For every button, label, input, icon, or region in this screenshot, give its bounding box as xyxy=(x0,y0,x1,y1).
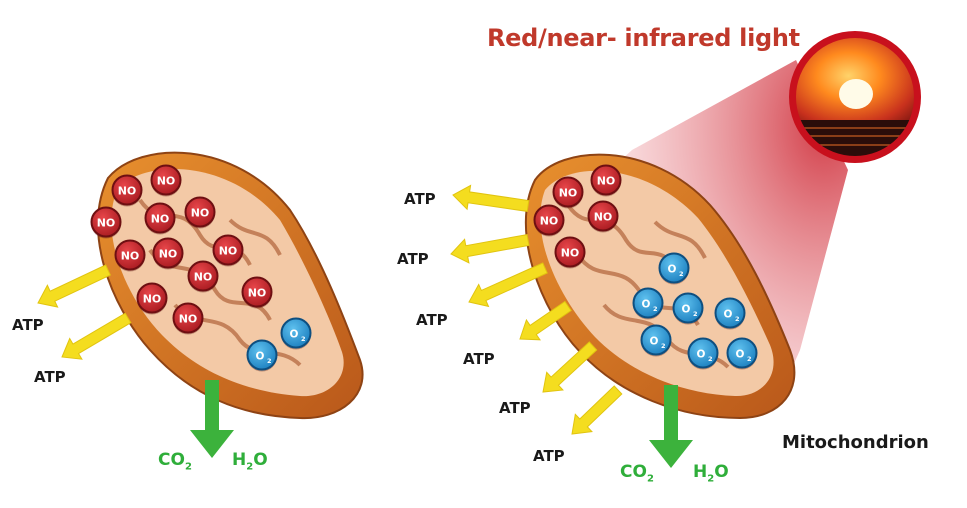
atp-label: ATP xyxy=(34,368,66,386)
no-label: NO xyxy=(118,185,137,198)
product-co2: CO2 xyxy=(620,462,654,485)
no-molecule: NO xyxy=(187,260,219,293)
diagram-title: Red/near- infrared light xyxy=(487,24,800,52)
no-molecule: NO xyxy=(241,276,273,309)
atp-arrow-icon xyxy=(452,184,530,212)
no-molecule: NO xyxy=(184,196,216,229)
no-molecule: NO xyxy=(587,200,619,233)
no-label: NO xyxy=(159,248,178,261)
no-label: NO xyxy=(594,211,613,224)
no-label: NO xyxy=(597,175,616,188)
o2-subscript: 2 xyxy=(267,357,272,365)
light-beam-icon xyxy=(610,60,848,395)
o2-subscript: 2 xyxy=(661,342,666,350)
no-molecule: NO xyxy=(144,202,176,235)
atp-arrow-icon xyxy=(61,312,132,360)
no-label: NO xyxy=(194,271,213,284)
atp-label: ATP xyxy=(463,350,495,368)
atp-label: ATP xyxy=(404,190,436,208)
no-molecule: NO xyxy=(552,176,584,209)
o2-label: O xyxy=(650,336,659,348)
o2-label: O xyxy=(697,349,706,361)
product-h2o: H2O xyxy=(693,462,729,485)
o2-label: O xyxy=(642,299,651,311)
no-molecule: NO xyxy=(533,204,565,237)
o2-subscript: 2 xyxy=(653,305,658,313)
atp-arrow-icon xyxy=(468,262,548,308)
o2-subscript: 2 xyxy=(693,310,698,318)
organelle-label: Mitochondrion xyxy=(782,432,929,453)
no-label: NO xyxy=(540,215,559,228)
product-co2: CO2 xyxy=(158,450,192,473)
atp-arrow-icon xyxy=(542,341,598,393)
no-label: NO xyxy=(97,217,116,230)
o2-label: O xyxy=(736,349,745,361)
no-molecule: NO xyxy=(212,234,244,267)
no-label: NO xyxy=(151,213,170,226)
product-h2o: H2O xyxy=(232,450,268,473)
atp-label: ATP xyxy=(397,250,429,268)
atp-arrow-icon xyxy=(37,264,111,308)
o2-subscript: 2 xyxy=(735,315,740,323)
atp-arrow-icon xyxy=(571,385,623,435)
atp-label: ATP xyxy=(12,316,44,334)
no-molecule: NO xyxy=(90,206,122,239)
no-molecule: NO xyxy=(554,236,586,269)
o2-subscript: 2 xyxy=(301,335,306,343)
atp-label: ATP xyxy=(533,447,565,465)
o2-label: O xyxy=(668,264,677,276)
no-molecule: NO xyxy=(150,164,182,197)
no-label: NO xyxy=(157,175,176,188)
down-arrow-icon xyxy=(190,380,234,458)
no-label: NO xyxy=(559,187,578,200)
o2-subscript: 2 xyxy=(708,355,713,363)
no-label: NO xyxy=(219,245,238,258)
no-label: NO xyxy=(561,247,580,260)
no-molecule: NO xyxy=(111,174,143,207)
no-label: NO xyxy=(248,287,267,300)
no-molecule: NO xyxy=(114,239,146,272)
atp-arrow-icon xyxy=(519,300,572,341)
o2-label: O xyxy=(724,309,733,321)
no-molecule: NO xyxy=(590,164,622,197)
o2-label: O xyxy=(256,351,265,363)
no-molecule: NO xyxy=(152,237,184,270)
o2-subscript: 2 xyxy=(679,270,684,278)
o2-label: O xyxy=(290,329,299,341)
atp-label: ATP xyxy=(499,399,531,417)
no-label: NO xyxy=(179,313,198,326)
no-label: NO xyxy=(143,293,162,306)
no-label: NO xyxy=(121,250,140,263)
no-label: NO xyxy=(191,207,210,220)
o2-label: O xyxy=(682,304,691,316)
no-molecule: NO xyxy=(136,282,168,315)
o2-subscript: 2 xyxy=(747,355,752,363)
atp-arrow-icon xyxy=(450,234,530,264)
no-molecule: NO xyxy=(172,302,204,335)
atp-label: ATP xyxy=(416,311,448,329)
down-arrow-icon xyxy=(649,385,693,468)
